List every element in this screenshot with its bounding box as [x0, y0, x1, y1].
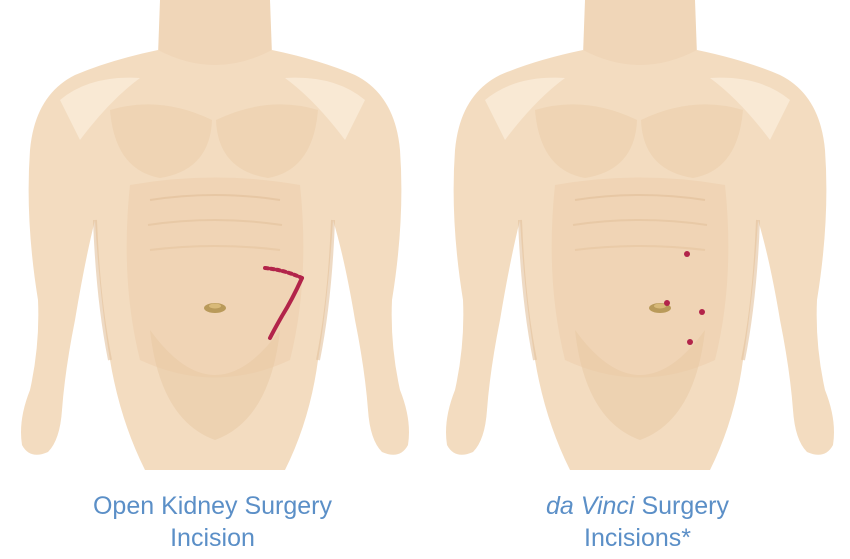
incision-dot [664, 300, 670, 306]
davinci-surgery-caption: da Vinci Surgery Incisions* [425, 490, 850, 554]
caption-italic-name: da Vinci [546, 492, 635, 520]
caption-line-1: Open Kidney Surgery [0, 490, 425, 522]
caption-line-2: Incision [0, 522, 425, 554]
caption-line-1-rest: Surgery [635, 492, 729, 520]
incision-dot [687, 339, 693, 345]
davinci-surgery-figure: da Vinci Surgery Incisions* [425, 0, 850, 559]
open-surgery-figure: Open Kidney Surgery Incision [0, 0, 425, 559]
caption-line-2: Incisions* [425, 522, 850, 554]
incision-dot [699, 309, 705, 315]
torso-illustration-open [0, 0, 425, 480]
torso-illustration-davinci [425, 0, 850, 480]
open-surgery-caption: Open Kidney Surgery Incision [0, 490, 425, 554]
incision-dot [684, 251, 690, 257]
